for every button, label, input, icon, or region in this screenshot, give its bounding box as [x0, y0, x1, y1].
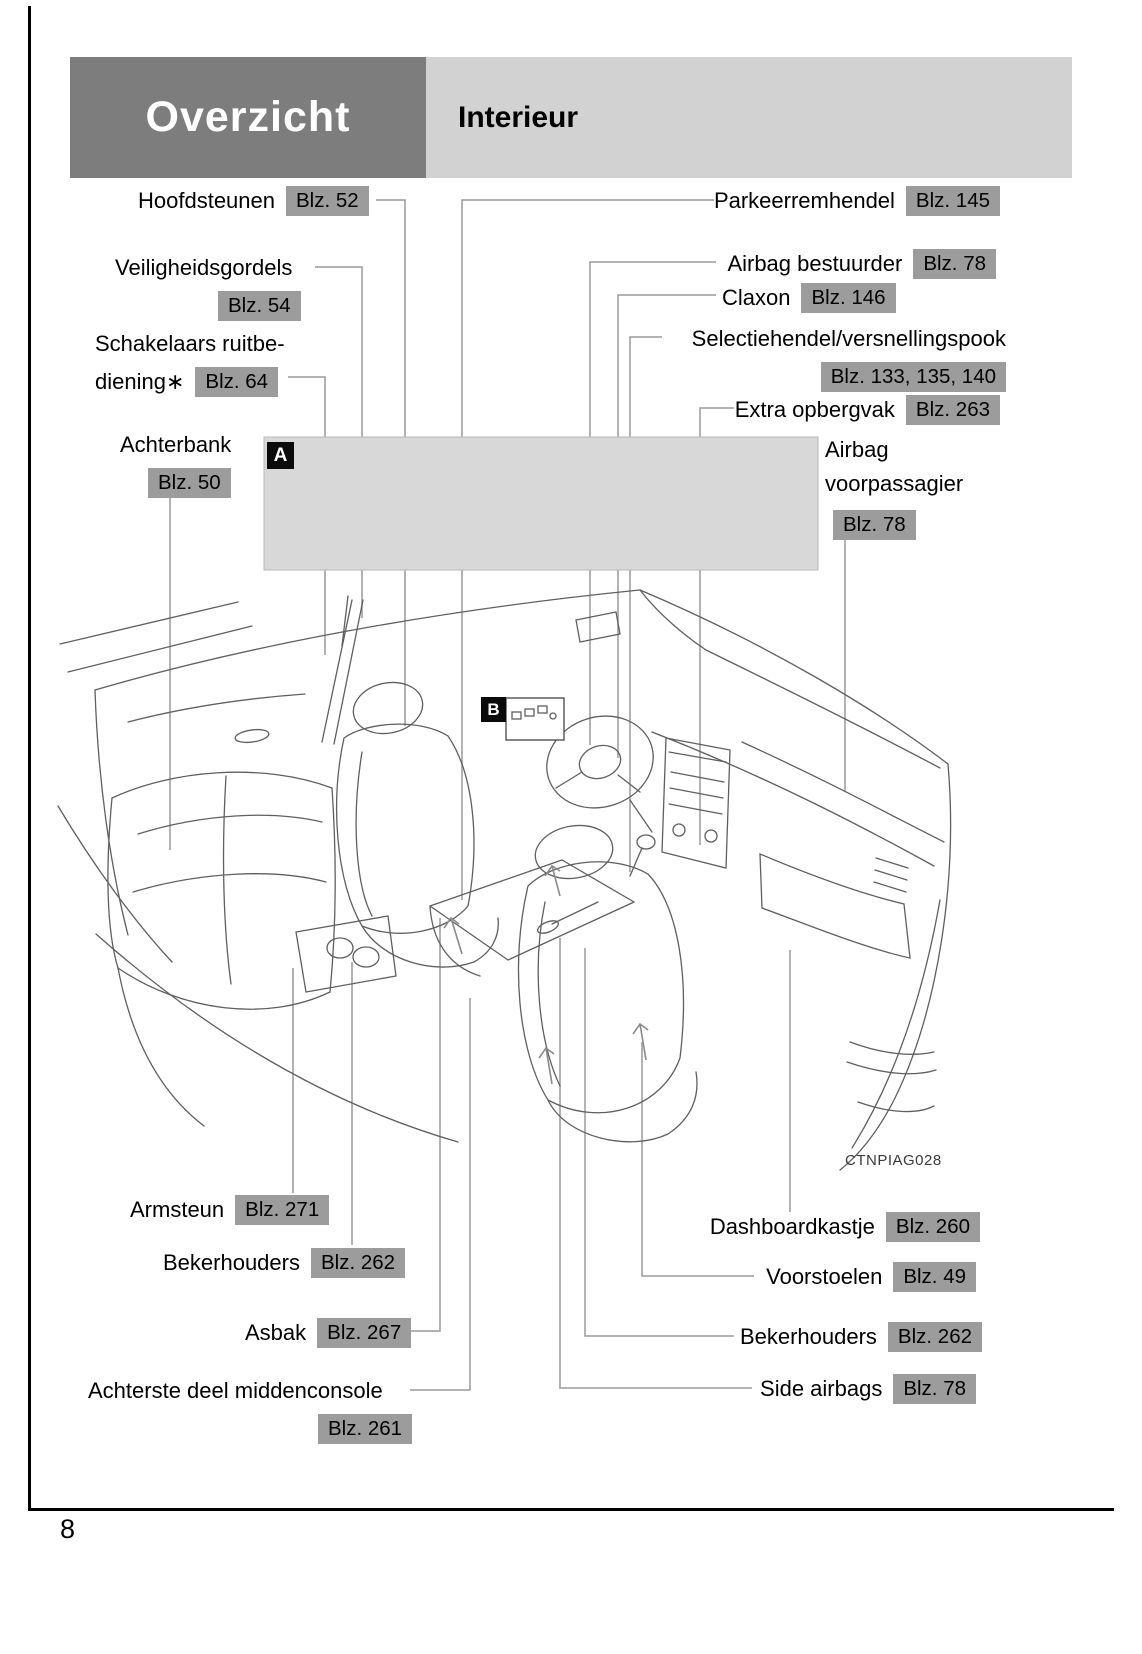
- callout-selectiehendel: Selectiehendel/versnellingspook Blz. 133…: [692, 325, 1006, 392]
- callout-label: Extra opbergvak: [734, 397, 895, 422]
- callout-label: Claxon: [722, 285, 791, 310]
- page-badge: Blz. 145: [905, 186, 1000, 216]
- callout-label: Dashboardkastje: [709, 1214, 875, 1239]
- car-drawing: [57, 589, 952, 1171]
- callout-asbak: Asbak Blz. 267: [245, 1318, 412, 1348]
- callout-label: Side airbags: [760, 1376, 883, 1401]
- callout-label: Bekerhouders: [163, 1250, 300, 1275]
- section-title-box: Overzicht: [70, 57, 426, 178]
- page-badge: Blz. 146: [801, 283, 896, 313]
- page-badge: Blz. 262: [310, 1248, 406, 1278]
- marker-b: B: [481, 697, 506, 722]
- marker-a: A: [267, 442, 294, 469]
- pointer-arrows: [443, 864, 649, 1085]
- page-badge: Blz. 54: [218, 291, 301, 321]
- left-rule: [28, 6, 31, 1510]
- callout-label: Achterste deel middenconsole: [88, 1378, 383, 1403]
- page-header: Overzicht Interieur: [70, 57, 1072, 178]
- callout-extra-opbergvak: Extra opbergvak Blz. 263: [735, 395, 1000, 425]
- callout-parkeerremhendel: Parkeerremhendel Blz. 145: [714, 186, 1000, 216]
- page-badge: Blz. 271: [235, 1195, 330, 1225]
- page-title-box: Interieur: [426, 57, 1072, 178]
- callout-airbag-voorpassagier: Airbag voorpassagier Blz. 78: [825, 433, 995, 540]
- page-title: Interieur: [458, 100, 579, 134]
- figure-code: CTNPIAG028: [845, 1152, 942, 1169]
- callout-label: Voorstoelen: [766, 1264, 883, 1289]
- callout-armsteun: Armsteun Blz. 271: [130, 1195, 330, 1225]
- bottom-rule: [28, 1508, 1114, 1511]
- page-badge: Blz. 267: [317, 1318, 412, 1348]
- page-badge: Blz. 260: [885, 1212, 980, 1242]
- callout-schakelaars-ruitbediening: Schakelaars ruitbe- diening∗ Blz. 64: [95, 330, 285, 397]
- section-title: Overzicht: [145, 93, 351, 141]
- page-badge: Blz. 78: [913, 249, 996, 279]
- callout-label: Parkeerremhendel: [713, 188, 895, 213]
- callout-label: Asbak: [245, 1320, 307, 1345]
- callout-label-line2: diening∗: [95, 369, 185, 394]
- callout-bekerhouders-links: Bekerhouders Blz. 262: [163, 1248, 406, 1278]
- callout-label: Airbag bestuurder: [727, 251, 903, 276]
- page-badge: Blz. 78: [893, 1374, 976, 1404]
- page-number: 8: [60, 1514, 76, 1544]
- page-badge: Blz. 262: [887, 1322, 982, 1352]
- page-badge: Blz. 50: [148, 468, 231, 498]
- callout-hoofdsteunen: Hoofdsteunen Blz. 52: [138, 186, 369, 216]
- callout-veiligheidsgordels: Veiligheidsgordels Blz. 54: [115, 254, 301, 321]
- callout-voorstoelen: Voorstoelen Blz. 49: [766, 1262, 976, 1292]
- callout-label: Veiligheidsgordels: [115, 255, 293, 280]
- page-badge: Blz. 78: [833, 510, 916, 540]
- callout-achterbank: Achterbank Blz. 50: [120, 431, 231, 498]
- callout-label: Selectiehendel/versnellingspook: [691, 326, 1006, 351]
- page-badge: Blz. 52: [286, 186, 369, 216]
- callout-dashboardkastje: Dashboardkastje Blz. 260: [710, 1212, 980, 1242]
- callout-side-airbags: Side airbags Blz. 78: [760, 1374, 976, 1404]
- callout-label-line1: Schakelaars ruitbe-: [95, 331, 285, 356]
- callout-airbag-bestuurder: Airbag bestuurder Blz. 78: [727, 249, 996, 279]
- page-badge: Blz. 133, 135, 140: [820, 362, 1006, 392]
- page-badge: Blz. 64: [195, 367, 279, 397]
- callout-claxon: Claxon Blz. 146: [722, 283, 896, 313]
- callout-achterste-deel-middenconsole: Achterste deel middenconsole Blz. 261: [88, 1377, 413, 1444]
- callout-label: Airbag voorpassagier: [825, 437, 964, 496]
- photo-panel-a: [263, 436, 819, 571]
- callout-label: Bekerhouders: [739, 1324, 877, 1349]
- callout-label: Achterbank: [120, 432, 232, 457]
- page-badge: Blz. 261: [318, 1414, 413, 1444]
- callout-label: Armsteun: [130, 1197, 225, 1222]
- callout-label: Hoofdsteunen: [138, 188, 275, 213]
- page-badge: Blz. 49: [893, 1262, 976, 1292]
- callout-bekerhouders-rechts: Bekerhouders Blz. 262: [740, 1322, 982, 1352]
- page-badge: Blz. 263: [905, 395, 1000, 425]
